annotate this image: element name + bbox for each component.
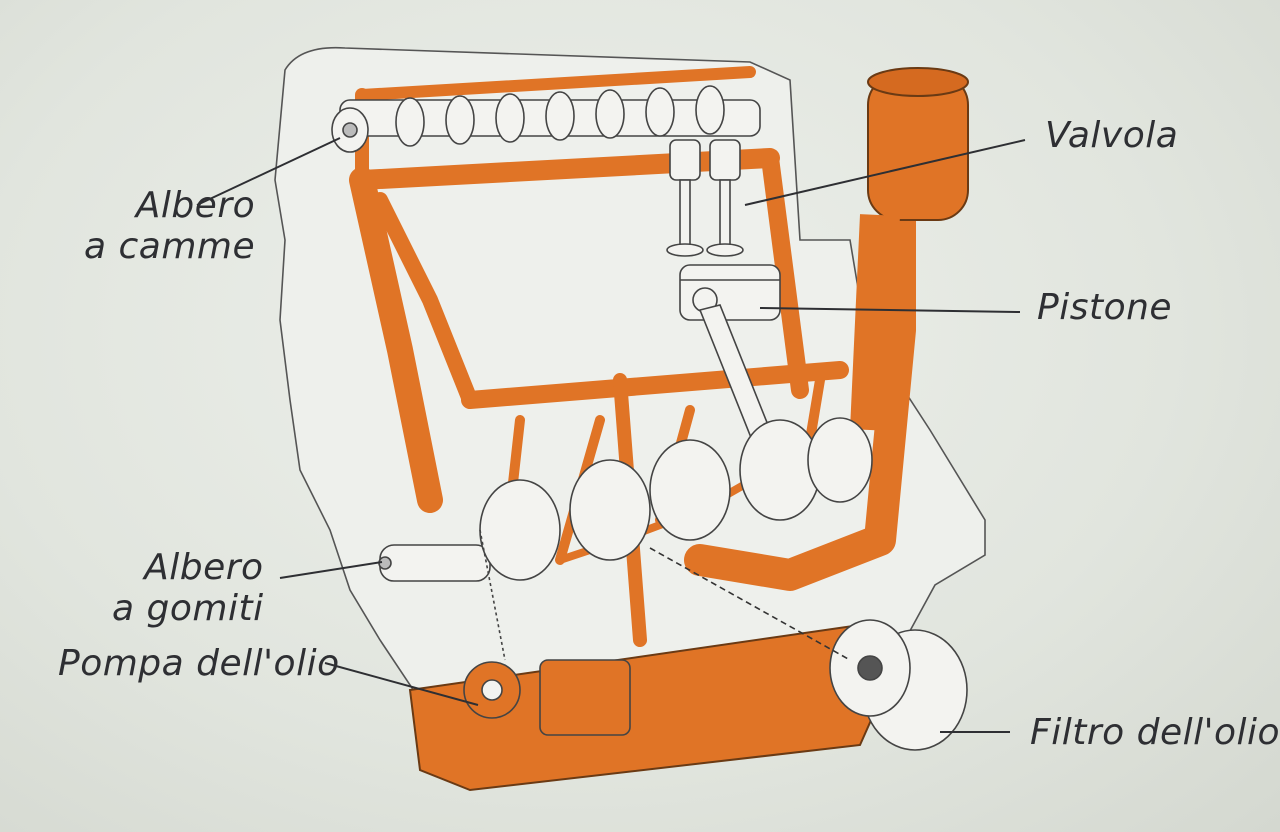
label-camshaft-line2: a camme — [84, 226, 256, 268]
label-oil-pump: Pompa dell'olio — [58, 643, 340, 684]
crankshaft — [378, 417, 873, 582]
label-oil-filter: Filtro dell'olio — [1030, 712, 1280, 753]
camshaft — [331, 85, 761, 153]
label-valve: Valvola — [1045, 115, 1179, 156]
label-crankshaft-line2: a gomiti — [112, 588, 264, 630]
oil-passages — [349, 66, 916, 647]
oil-filter — [649, 547, 968, 751]
label-crankshaft-line1: Albero — [144, 547, 264, 588]
piston — [679, 264, 782, 461]
label-crankshaft: Albero a gomiti — [112, 547, 264, 630]
oil-filler-tube — [850, 67, 969, 431]
label-camshaft: Albero a camme — [84, 185, 255, 268]
valves — [666, 139, 744, 257]
leader-lines — [196, 137, 1026, 733]
label-piston: Pistone — [1037, 287, 1173, 328]
label-camshaft-line1: Albero — [135, 185, 256, 226]
